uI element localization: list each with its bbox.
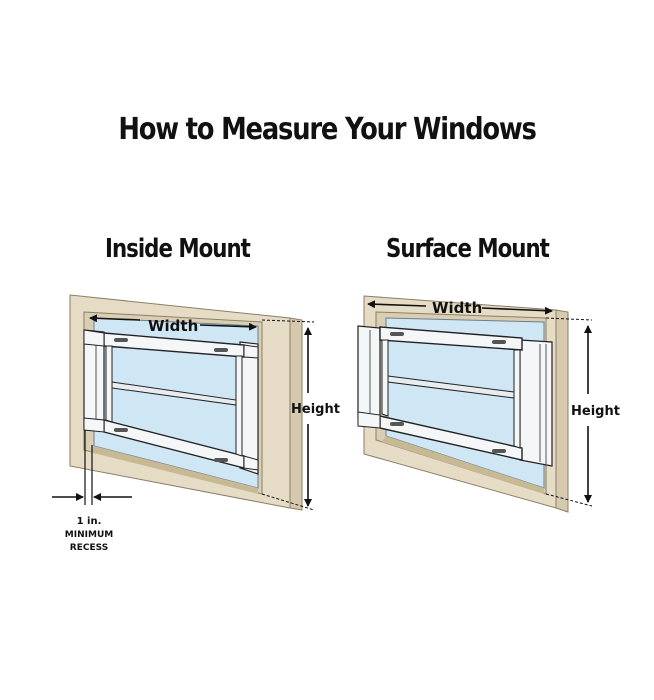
recess-line-1: 1 in. bbox=[77, 516, 102, 527]
surface-width-label: Width bbox=[432, 299, 482, 317]
inside-height-dimension: Height bbox=[261, 319, 340, 511]
inside-width-dimension: Width bbox=[89, 314, 257, 335]
recess-line-2: MINIMUM bbox=[65, 530, 113, 540]
surface-width-dimension: Width bbox=[367, 299, 553, 317]
recess-callout: 1 in. MINIMUM RECESS bbox=[52, 430, 132, 553]
recess-line-3: RECESS bbox=[70, 543, 108, 553]
surface-mount-window bbox=[357, 295, 569, 513]
surface-height-dimension: Height bbox=[545, 317, 620, 507]
surface-height-label: Height bbox=[571, 404, 620, 419]
page-title: How to Measure Your Windows bbox=[118, 112, 537, 147]
surface-mount-heading: Surface Mount bbox=[386, 234, 550, 264]
inside-mount-heading: Inside Mount bbox=[105, 234, 251, 264]
inside-mount-window bbox=[69, 294, 303, 511]
inside-width-label: Width bbox=[148, 317, 198, 335]
inside-height-label: Height bbox=[291, 402, 340, 417]
